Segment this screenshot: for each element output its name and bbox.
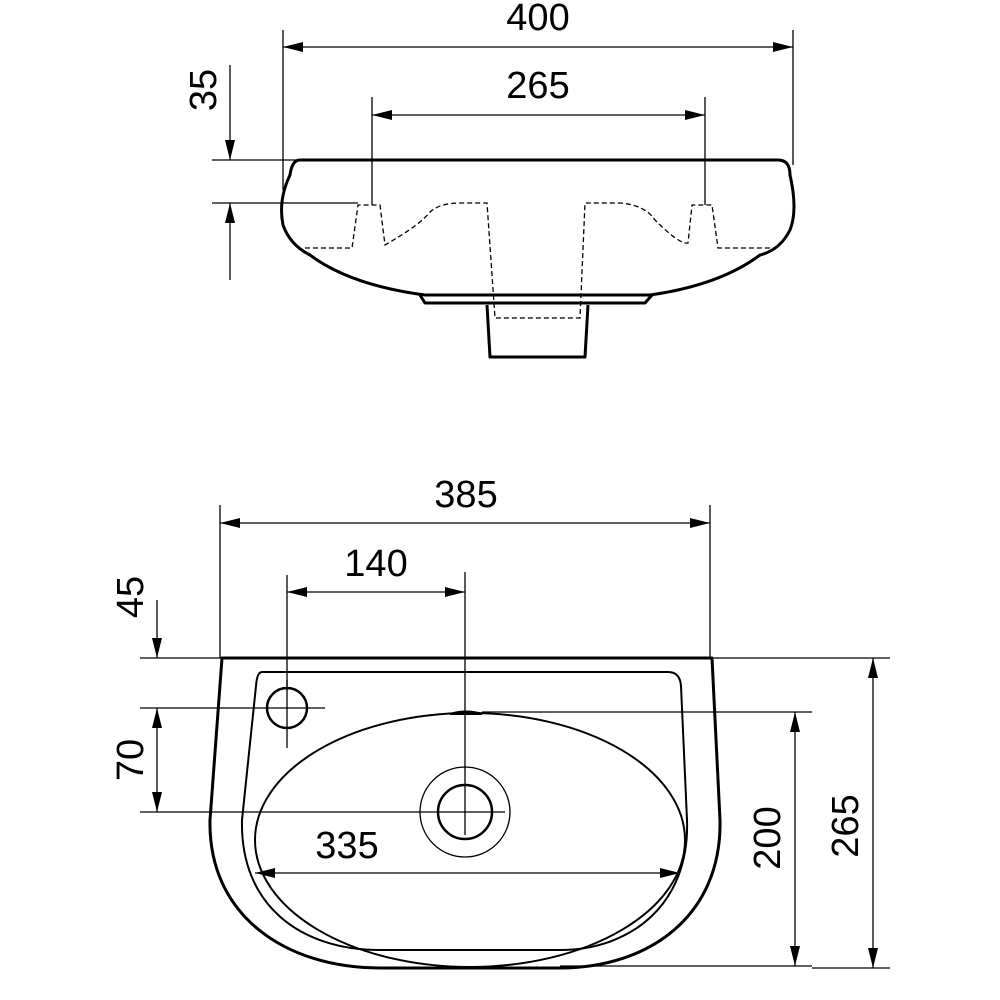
basin-foot <box>418 294 654 305</box>
dimension-label-200: 200 <box>747 806 789 869</box>
basin-rim-inner <box>240 671 689 951</box>
dimension-label-385: 385 <box>434 474 497 516</box>
top-view: 400 265 35 <box>183 0 796 359</box>
dimension-label-265-depth: 265 <box>825 794 867 857</box>
dimension-label-335: 335 <box>315 825 378 867</box>
basin-outer-outline <box>208 656 722 970</box>
dimension-label-45: 45 <box>110 576 152 618</box>
overflow-slot <box>449 710 483 715</box>
plan-view: 385 140 45 70 335 200 265 <box>110 474 890 970</box>
pedestal-outlet <box>485 304 590 359</box>
dimension-label-70: 70 <box>110 739 152 781</box>
dimension-label-35: 35 <box>183 69 225 111</box>
dimension-label-400: 400 <box>506 0 569 39</box>
dimension-label-140: 140 <box>344 543 407 585</box>
hidden-lines <box>305 202 775 319</box>
dimension-label-265: 265 <box>506 65 569 107</box>
basin-side-outline <box>280 158 796 297</box>
